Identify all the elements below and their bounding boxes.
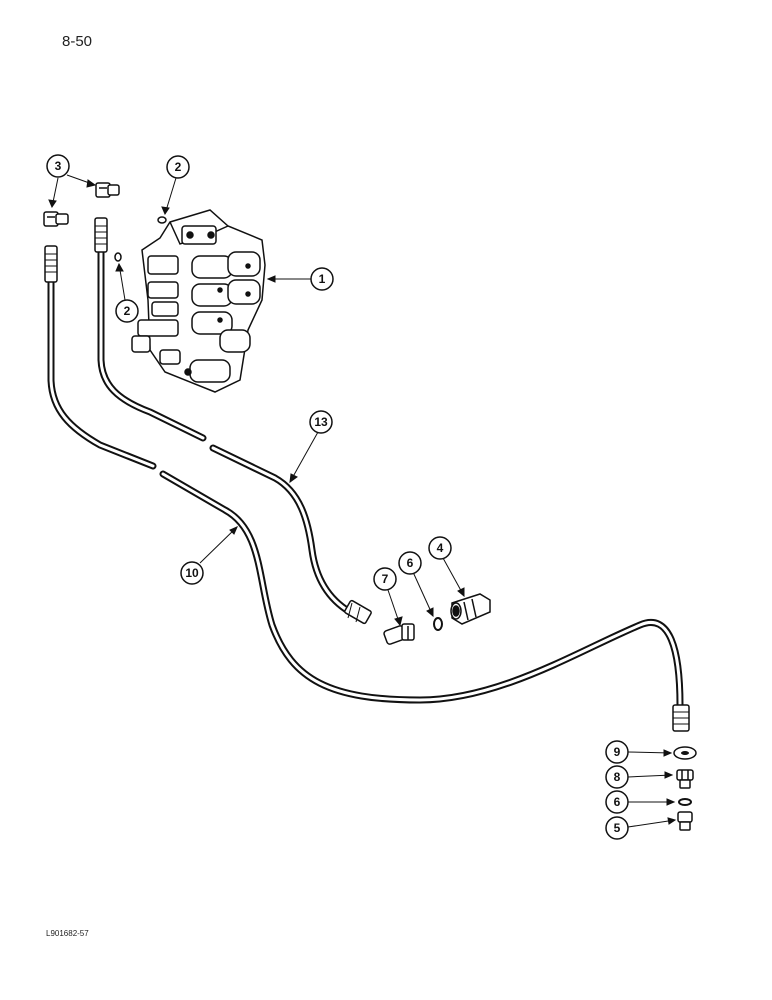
elbow-fitting-7: [383, 623, 415, 645]
svg-text:10: 10: [185, 566, 199, 580]
svg-text:7: 7: [382, 572, 389, 586]
callout-2-lower: 2: [115, 299, 139, 323]
hose-10-lower-section-core: [161, 472, 682, 707]
hose-10-end-fitting-bottom: [672, 704, 690, 732]
fitting: [677, 811, 693, 831]
page-number: 8-50: [62, 33, 93, 50]
svg-text:4: 4: [437, 541, 444, 555]
callout-8: 8: [605, 765, 629, 789]
callout-13: 13: [309, 410, 333, 434]
svg-text:6: 6: [407, 556, 414, 570]
o-ring-lower: [114, 252, 122, 262]
callout-4: 4: [428, 536, 452, 560]
svg-text:13: 13: [314, 415, 328, 429]
svg-text:3: 3: [55, 159, 62, 173]
svg-text:8: 8: [614, 770, 621, 784]
o-ring-coupler: [433, 617, 443, 631]
hose-10-end-fitting-top: [44, 245, 58, 283]
hose-10-upper-section-core: [49, 280, 155, 468]
o-ring-fitting: [678, 798, 692, 806]
svg-text:2: 2: [124, 304, 131, 318]
hose-13-lower-section-core: [211, 446, 352, 614]
elbow-fitting-right: [95, 182, 120, 198]
svg-text:2: 2: [175, 160, 182, 174]
callout-9: 9: [605, 740, 629, 764]
control-valve: [131, 209, 266, 393]
hose-13-end-fitting-top: [94, 217, 108, 253]
figure-code: L901682-57: [46, 929, 89, 938]
callout-10: 10: [180, 561, 204, 585]
callout-3: 3: [46, 154, 70, 178]
hose-10: [47, 278, 684, 709]
callout-2-upper: 2: [166, 155, 190, 179]
svg-text:9: 9: [614, 745, 621, 759]
callout-5: 5: [605, 816, 629, 840]
callout-1: 1: [310, 267, 334, 291]
leader-lines: [48, 174, 677, 828]
hose-13-upper-section-core: [99, 250, 205, 440]
coupler: [450, 593, 491, 625]
svg-text:5: 5: [614, 821, 621, 835]
hose-13-end-fitting-bottom: [344, 599, 372, 625]
callout-6-coupler: 6: [398, 551, 422, 575]
hose-13: [97, 248, 354, 616]
o-ring-upper: [157, 216, 167, 224]
callout-6-fitting: 6: [605, 790, 629, 814]
callout-7: 7: [373, 567, 397, 591]
elbow-fitting-left: [43, 211, 69, 227]
svg-text:6: 6: [614, 795, 621, 809]
washer-hole: [681, 751, 689, 755]
svg-text:1: 1: [319, 272, 326, 286]
adapter: [676, 769, 694, 789]
